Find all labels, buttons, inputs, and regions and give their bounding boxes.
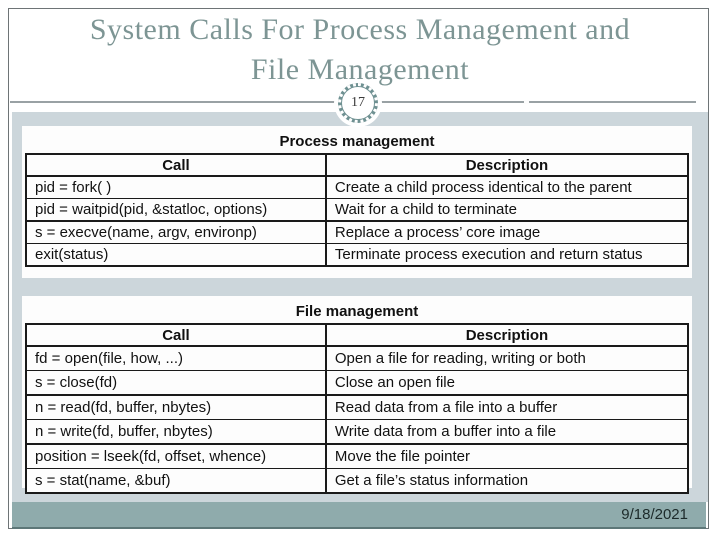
- table-row: exit(status) Terminate process execution…: [26, 243, 688, 266]
- table-row: position = lseek(fd, offset, whence) Mov…: [26, 443, 688, 469]
- description-cell: Terminate process execution and return s…: [325, 243, 688, 266]
- description-cell: Open a file for reading, writing or both: [325, 345, 688, 371]
- call-cell: s = execve(name, argv, environp): [26, 220, 327, 244]
- slide-title: System Calls For Process Management and …: [20, 10, 700, 90]
- slide-title-line1: System Calls For Process Management and: [89, 13, 631, 46]
- description-cell: Close an open file: [325, 370, 688, 395]
- file-table: Call Description fd = open(file, how, ..…: [25, 323, 689, 494]
- call-cell: n = read(fd, buffer, nbytes): [26, 394, 327, 420]
- table-row: pid = fork( ) Create a child process ide…: [26, 175, 688, 199]
- call-cell: s = stat(name, &buf): [26, 468, 327, 493]
- description-header: Description: [325, 324, 688, 347]
- call-cell: s = close(fd): [26, 370, 327, 395]
- description-cell: Write data from a buffer into a file: [325, 419, 688, 444]
- table-row: s = stat(name, &buf) Get a file’s status…: [26, 468, 688, 493]
- footer-bar: 9/18/2021: [12, 502, 706, 529]
- divider-notch: [524, 100, 529, 104]
- page-number-badge: 17: [338, 83, 378, 123]
- call-cell: fd = open(file, how, ...): [26, 345, 327, 371]
- slide-title-line2: File Management: [250, 53, 470, 86]
- process-table-caption: Process management: [279, 133, 435, 150]
- call-cell: n = write(fd, buffer, nbytes): [26, 419, 327, 444]
- table-row: s = close(fd) Close an open file: [26, 370, 688, 395]
- file-table-caption: File management: [295, 303, 419, 320]
- description-cell: Wait for a child to terminate: [325, 198, 688, 221]
- slide-date: 9/18/2021: [621, 506, 688, 523]
- table-row: pid = waitpid(pid, &statloc, options) Wa…: [26, 198, 688, 221]
- description-cell: Create a child process identical to the …: [325, 175, 688, 199]
- description-cell: Read data from a file into a buffer: [325, 394, 688, 420]
- file-table-panel: File management Call Description fd = op…: [22, 296, 692, 494]
- table-header-row: Call Description: [26, 154, 688, 177]
- call-header: Call: [26, 154, 327, 177]
- description-header: Description: [325, 154, 688, 177]
- table-row: s = execve(name, argv, environp) Replace…: [26, 220, 688, 244]
- description-cell: Get a file’s status information: [325, 468, 688, 493]
- description-cell: Replace a process’ core image: [325, 220, 688, 244]
- process-table-panel: Process management Call Description pid …: [22, 126, 692, 278]
- call-header: Call: [26, 324, 327, 347]
- call-cell: pid = fork( ): [26, 175, 327, 199]
- description-cell: Move the file pointer: [325, 443, 688, 469]
- table-row: fd = open(file, how, ...) Open a file fo…: [26, 345, 688, 371]
- call-cell: exit(status): [26, 243, 327, 266]
- call-cell: pid = waitpid(pid, &statloc, options): [26, 198, 327, 221]
- table-header-row: Call Description: [26, 324, 688, 347]
- process-table: Call Description pid = fork( ) Create a …: [25, 153, 689, 267]
- call-cell: position = lseek(fd, offset, whence): [26, 443, 327, 469]
- page-number: 17: [351, 95, 365, 110]
- table-row: n = read(fd, buffer, nbytes) Read data f…: [26, 394, 688, 420]
- table-row: n = write(fd, buffer, nbytes) Write data…: [26, 419, 688, 444]
